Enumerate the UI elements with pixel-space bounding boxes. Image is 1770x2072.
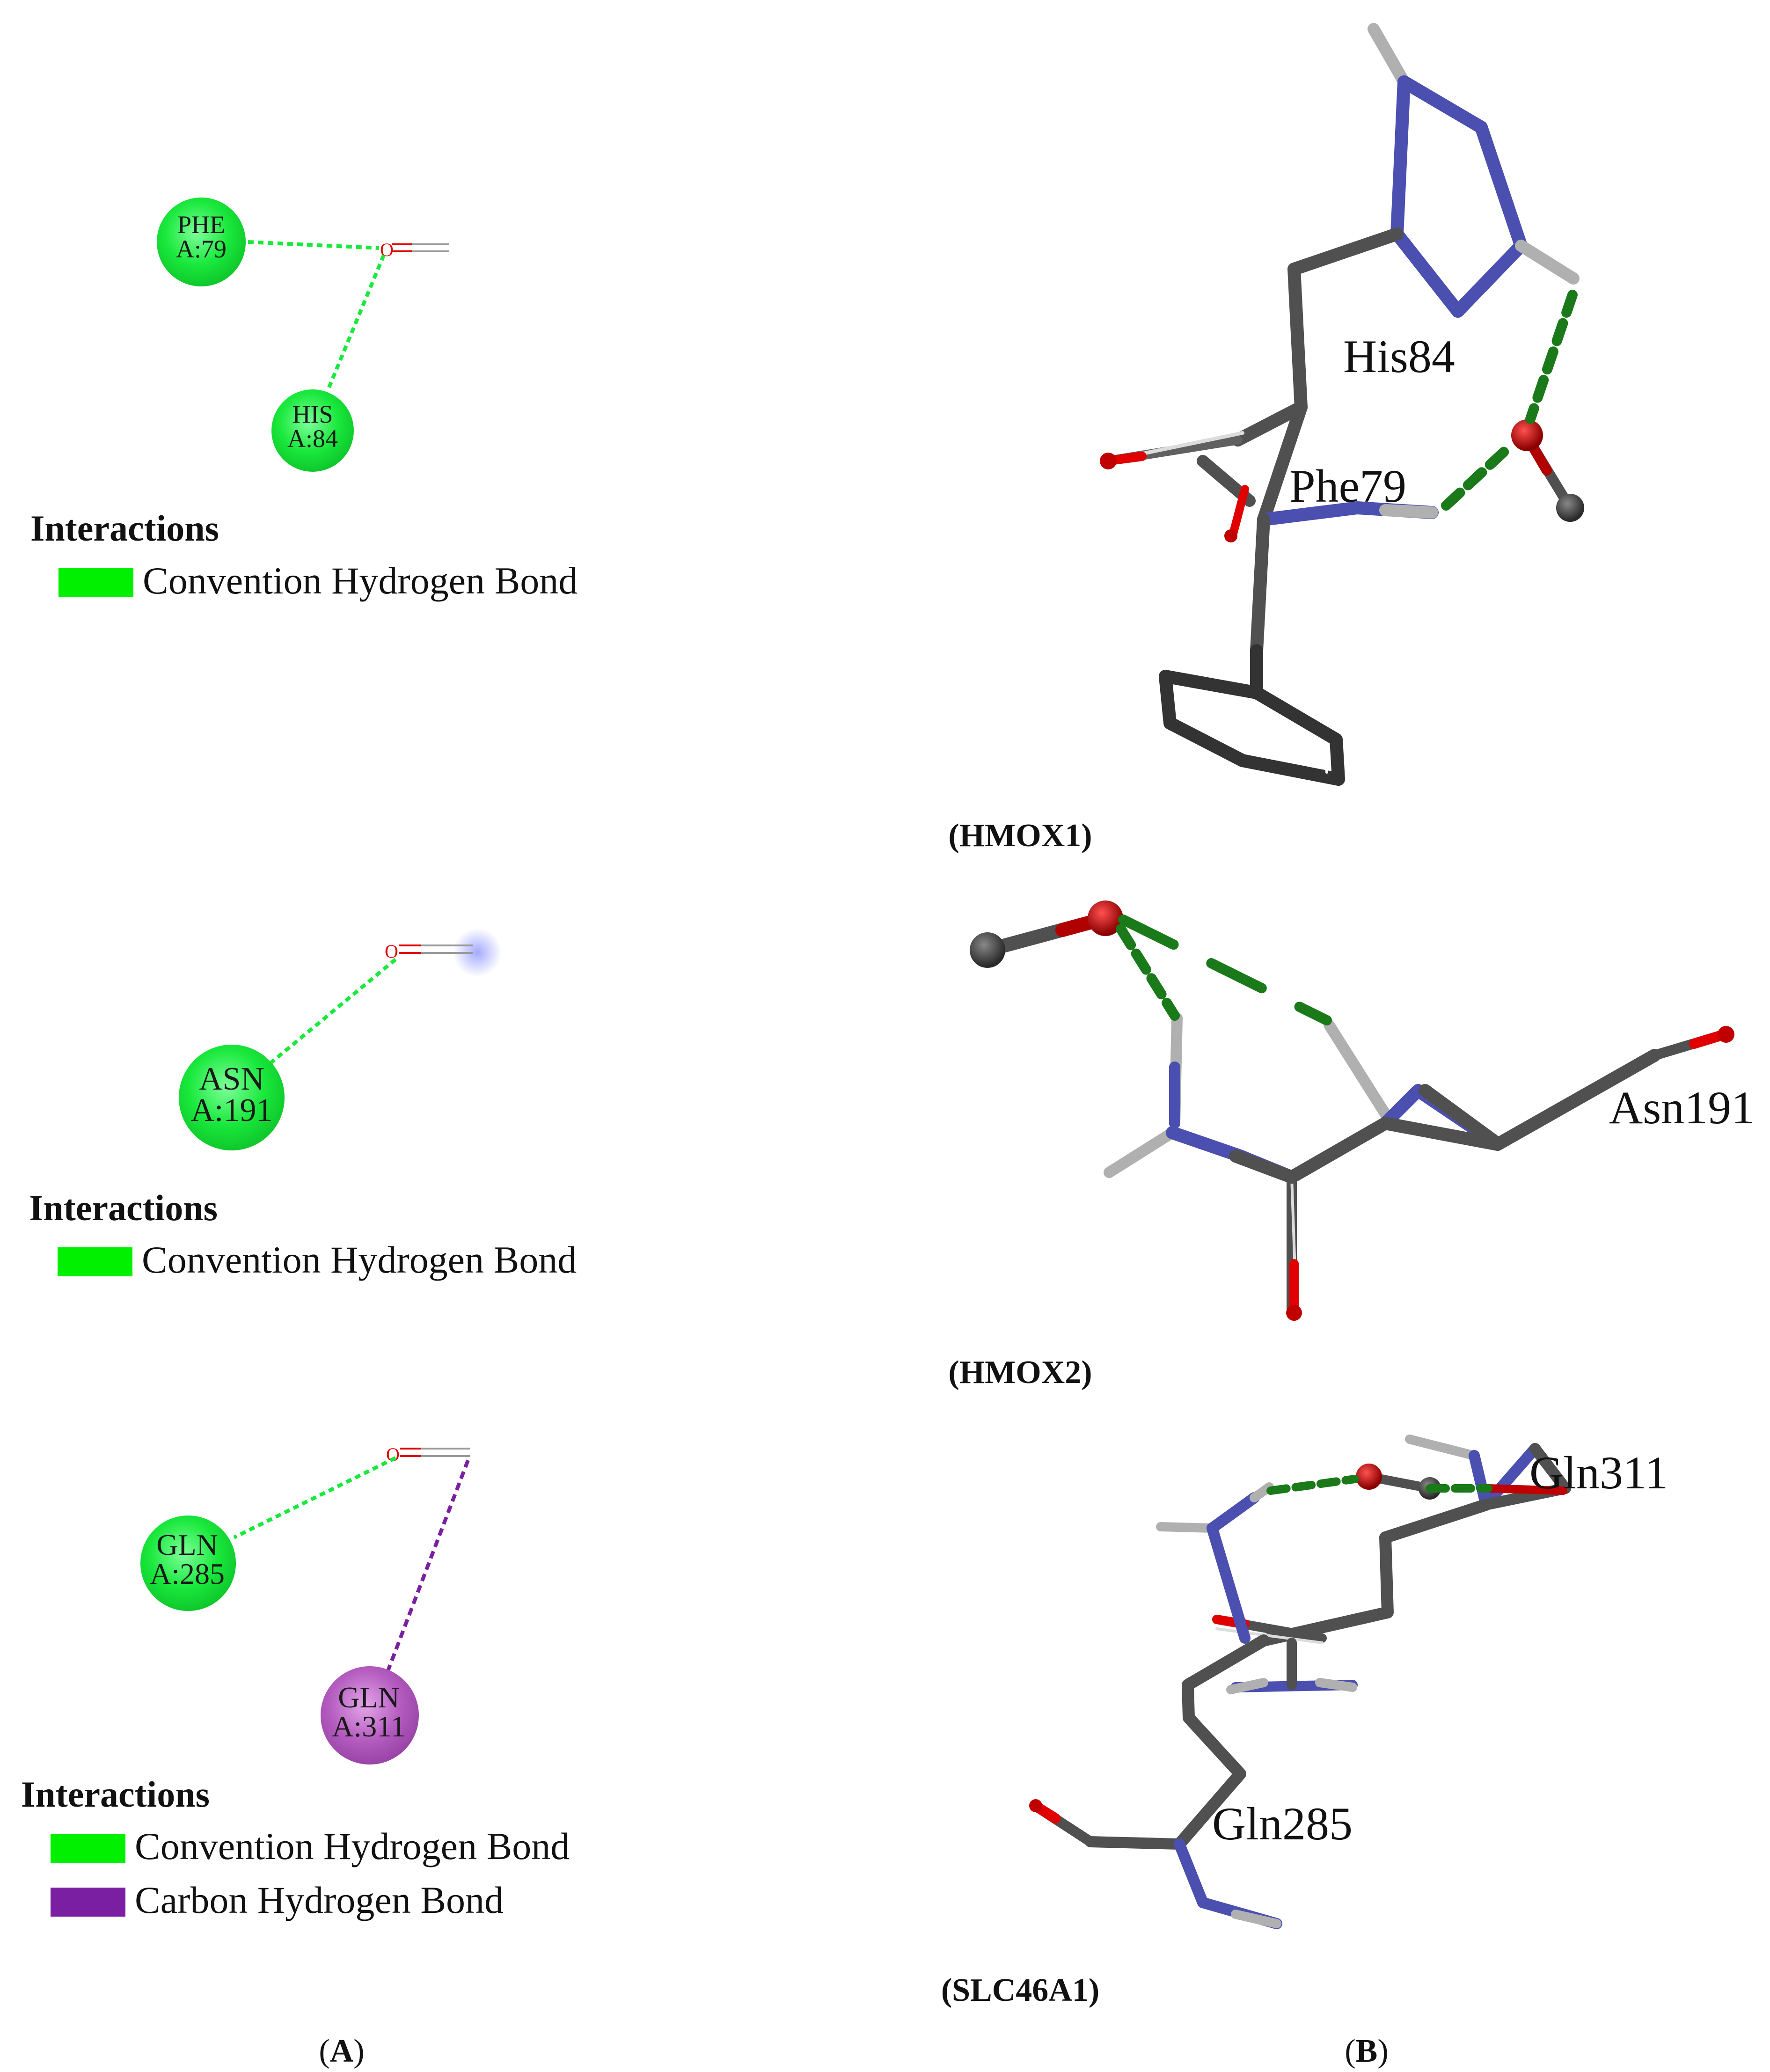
svg-text:A:311: A:311 — [332, 1710, 406, 1743]
svg-text:GLN: GLN — [338, 1681, 400, 1714]
protein-label-hmox1: (HMOX1) — [948, 818, 1092, 854]
panel-label-a: (A) — [319, 2033, 364, 2069]
hbond-line-his84 — [326, 254, 386, 392]
protein-label-slc46a1: (SLC46A1) — [941, 1972, 1099, 2008]
residue-label-asn191: Asn191 — [1609, 1082, 1755, 1134]
svg-text:A:84: A:84 — [287, 425, 338, 453]
residue-his84: HIS A:84 — [271, 389, 354, 472]
ligand-atom-label: O — [385, 941, 398, 962]
carbon-hbond-line-gln311 — [384, 1459, 470, 1677]
svg-text:A:285: A:285 — [150, 1557, 225, 1590]
legend-label: Convention Hydrogen Bond — [143, 559, 578, 602]
legend-title: Interactions — [30, 508, 219, 549]
panel-b-structure-1 — [1100, 23, 1584, 786]
panel-a-diagram-3: O GLN A:285 GLN A:311 Interactions Conve… — [21, 1444, 570, 1921]
svg-text:HIS: HIS — [292, 400, 333, 428]
svg-text:GLN: GLN — [156, 1528, 218, 1561]
legend-swatch-conventional — [59, 568, 133, 597]
legend-title: Interactions — [21, 1774, 210, 1815]
residue-gln311: GLN A:311 — [321, 1666, 419, 1764]
legend-swatch-conventional — [58, 1247, 132, 1276]
legend-label: Convention Hydrogen Bond — [135, 1825, 570, 1867]
panel-a-diagram-1: O PHE A:79 HIS A:84 Interactions Convent… — [30, 198, 578, 602]
residue-label-his84: His84 — [1343, 330, 1455, 382]
ligand-oxygen-2: O — [385, 941, 473, 962]
svg-text:PHE: PHE — [177, 211, 225, 239]
ligand-oxygen-1: O — [380, 239, 449, 260]
legend-label: Carbon Hydrogen Bond — [135, 1879, 504, 1921]
hbond-line-phe79 — [248, 240, 380, 250]
residue-gln285: GLN A:285 — [140, 1516, 236, 1611]
ligand-glow — [453, 928, 502, 977]
ligand-atom-label: O — [386, 1444, 400, 1465]
hbond-line-gln285 — [233, 1456, 396, 1539]
residue-label-gln311: Gln311 — [1529, 1447, 1668, 1499]
panel-label-b: (B) — [1345, 2033, 1388, 2069]
svg-text:A:191: A:191 — [191, 1092, 273, 1128]
svg-text:A:79: A:79 — [176, 235, 227, 263]
panel-a-diagram-2: O ASN A:191 Interactions Convention Hydr… — [29, 928, 577, 1281]
legend-title: Interactions — [29, 1187, 218, 1228]
residue-label-gln285: Gln285 — [1212, 1798, 1353, 1850]
panel-b-structure-2 — [970, 901, 1734, 1321]
legend-label: Convention Hydrogen Bond — [142, 1238, 577, 1281]
legend-swatch-carbon — [51, 1888, 125, 1917]
residue-phe79: PHE A:79 — [157, 198, 246, 286]
protein-label-hmox2: (HMOX2) — [948, 1354, 1092, 1391]
panel-b-structure-3 — [1029, 1435, 1571, 1929]
legend-swatch-conventional — [51, 1834, 125, 1863]
svg-text:ASN: ASN — [199, 1061, 264, 1097]
residue-label-phe79: Phe79 — [1289, 460, 1406, 512]
ligand-oxygen-3: O — [386, 1444, 470, 1465]
residue-asn191: ASN A:191 — [179, 1045, 285, 1150]
hbond-line-asn191 — [265, 958, 397, 1068]
